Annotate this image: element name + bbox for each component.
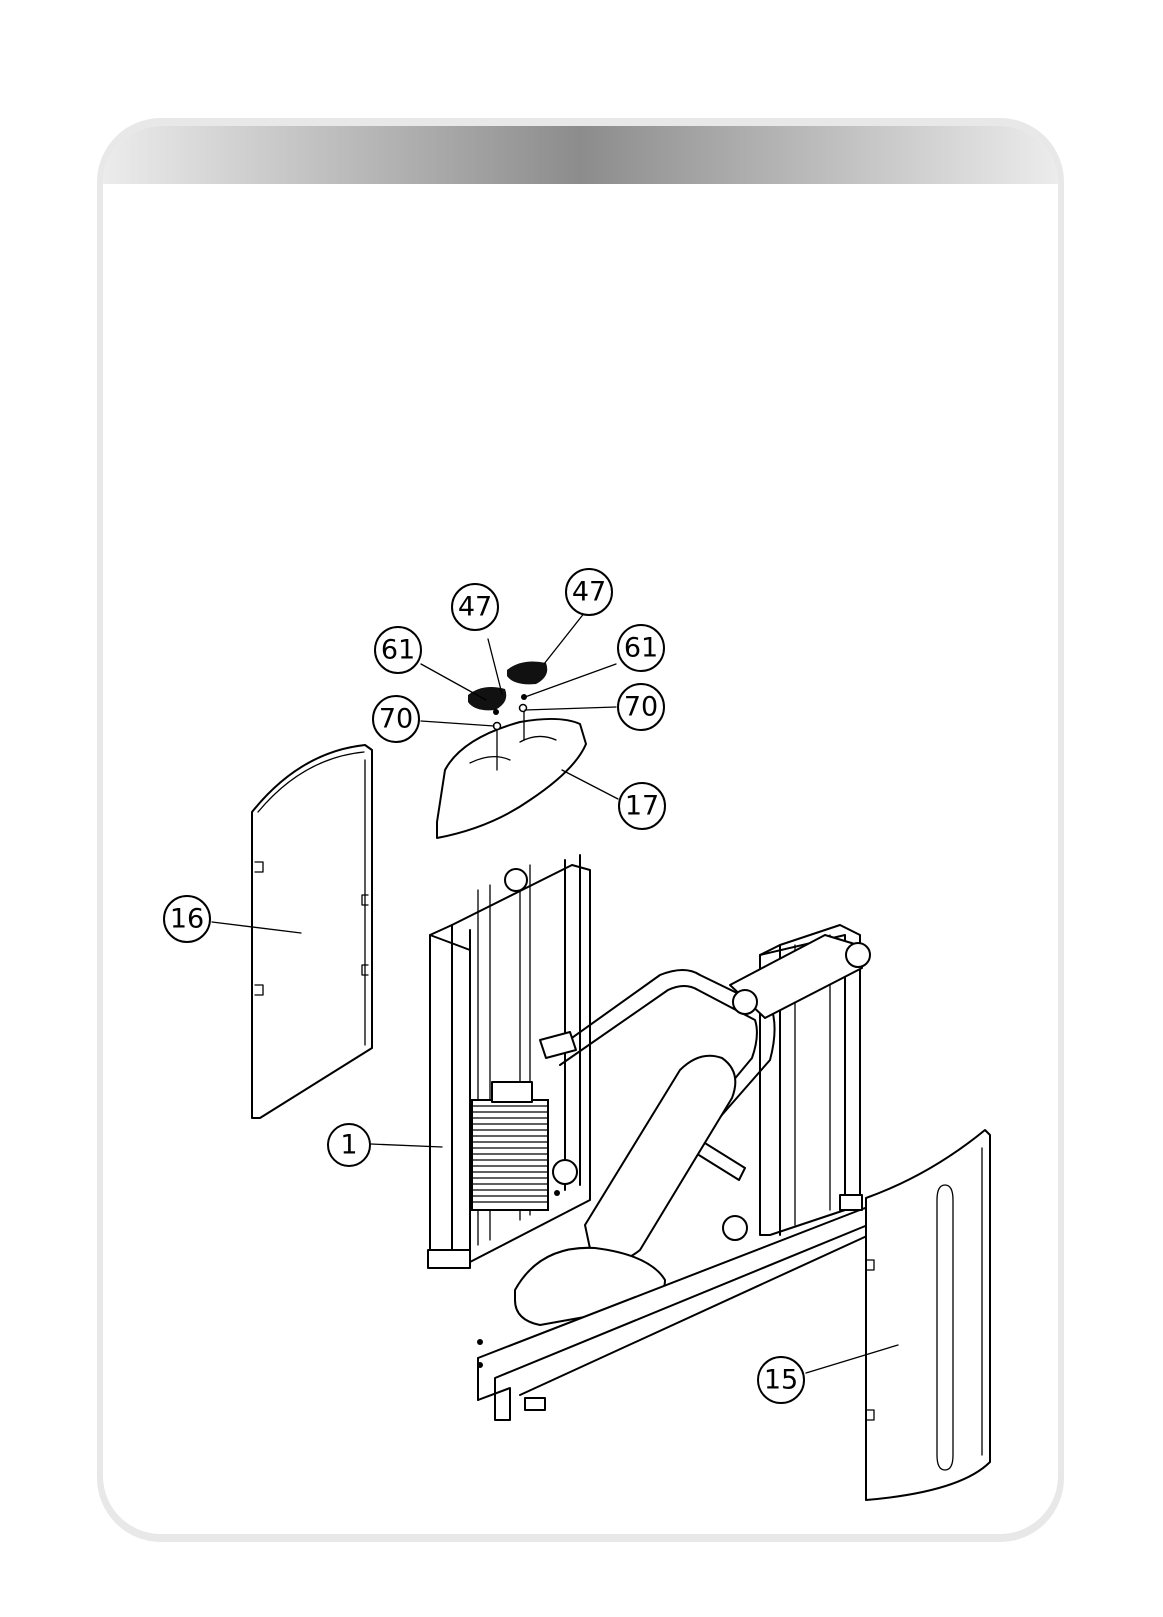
callout-label-70-a: 70 [379, 704, 413, 735]
callout-label-47-a: 47 [458, 592, 492, 623]
callout-16: 16 [164, 896, 210, 942]
callout-label-16: 16 [170, 904, 204, 935]
callout-47-b: 47 [566, 569, 612, 615]
part-61-bolt-left [493, 709, 499, 715]
callout-label-47-b: 47 [572, 577, 606, 608]
callout-61-a: 61 [375, 627, 421, 673]
header-gradient-bar [103, 126, 1058, 184]
callout-61-b: 61 [618, 625, 664, 671]
callout-label-15: 15 [764, 1365, 798, 1396]
callout-1: 1 [328, 1124, 370, 1166]
callout-label-70-b: 70 [624, 692, 658, 723]
callout-70-a: 70 [373, 696, 419, 742]
callout-label-1: 1 [340, 1130, 357, 1161]
callout-70-b: 70 [618, 684, 664, 730]
callout-label-61-b: 61 [624, 633, 658, 664]
callout-17: 17 [619, 783, 665, 829]
weight-stack [472, 1100, 548, 1210]
callout-47-a: 47 [452, 584, 498, 630]
callout-label-17: 17 [625, 791, 659, 822]
callout-15: 15 [758, 1357, 804, 1403]
callout-label-61-a: 61 [381, 635, 415, 666]
